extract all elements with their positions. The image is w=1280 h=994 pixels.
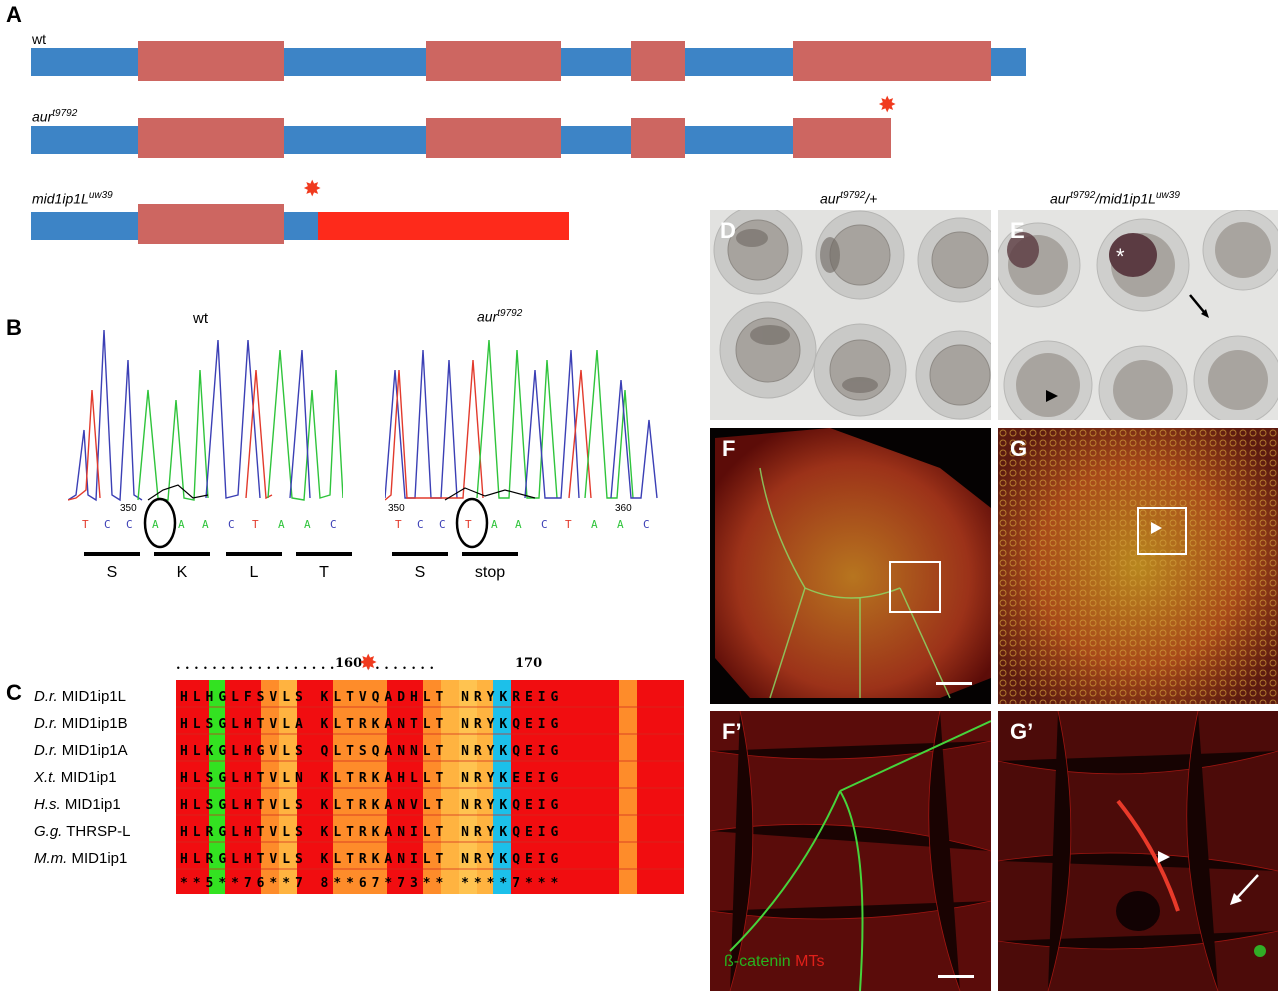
species-label-6: G.g. THRSP-L [34, 823, 131, 840]
sequence-row-4: HLSGLHTVLN KLTRKAHLLT NRYKEEIG [180, 771, 564, 786]
aur-codon-s: S [414, 564, 426, 581]
panel-d-letter: D [720, 218, 736, 243]
panel-f-letter: F [722, 436, 736, 461]
panel-f-prime-letter: F’ [722, 719, 742, 744]
species-label-4: X.t. MID1ip1 [34, 769, 117, 786]
mid1ip1l-frameshift-bar [318, 212, 569, 240]
mid1ip1l-gene-label: mid1ip1Luw39 [32, 190, 113, 207]
panel-g-letter: G [1010, 436, 1028, 461]
stain-legend: ß-catenin MTs [724, 953, 825, 970]
alignment-color-blocks [176, 680, 684, 894]
wt-codon-bar-3 [226, 552, 282, 556]
wt-exon-1 [138, 41, 284, 81]
species-label-3: D.r. MID1ip1A [34, 742, 128, 759]
aur-exon-2 [426, 118, 561, 158]
panel-d-embryo-image: D [710, 210, 991, 420]
panel-c-label: C [6, 680, 22, 705]
wt-exon-2 [426, 41, 561, 81]
panel-e-letter: E [1010, 218, 1025, 243]
mid1ip1l-exon-1 [138, 204, 284, 244]
wt-chromatogram [68, 330, 343, 502]
aur-codon-bar-2 [462, 552, 518, 556]
aur-exon-1 [138, 118, 284, 158]
panel-f-prime-zoom-image: F’ ß-catenin MTs [710, 711, 991, 991]
column-title-transheterozygote: aurt9792/mid1ip1Luw39 [1050, 190, 1180, 207]
aur-chromatogram [385, 339, 658, 501]
wt-exon-4 [793, 41, 991, 81]
species-label-2: D.r. MID1ip1B [34, 715, 128, 732]
alignment-mutation-star-icon: ✸ [359, 650, 378, 675]
panel-f-fluorescence-image: F [710, 428, 991, 704]
mid1ip1l-mutation-star-icon: ✸ [303, 176, 322, 201]
wt-codon-bar-4 [296, 552, 352, 556]
sequence-row-1: HLHGLFSVLS KLTVQADHLT NRYKREIG [180, 690, 564, 705]
wt-base-calls: T C C A A A C T A A C [82, 518, 337, 531]
wt-chromatogram-title: wt [193, 310, 208, 327]
aur-chromatogram-title: aurt9792 [477, 308, 523, 325]
wt-codon-k: K [176, 564, 188, 581]
aur-mutation-circle [455, 497, 489, 549]
species-label-5: H.s. MID1ip1 [34, 796, 121, 813]
aur-codon-bar-1 [392, 552, 448, 556]
panel-g-prime-letter: G’ [1010, 719, 1034, 744]
sequence-row-3: HLKGLHGVLS QLTSQANNLT NRYKQEIG [180, 744, 564, 759]
aur-codon-stop: stop [474, 564, 506, 581]
alignment-ruler: . . . . . . . . . . . . . . . . . . . . … [176, 656, 544, 673]
aur-exon-4-truncated [793, 118, 891, 158]
panel-e-asterisk: * [1116, 244, 1125, 269]
wt-codon-s: S [106, 564, 118, 581]
aur-gene-label: aurt9792 [32, 108, 78, 125]
wt-codon-bar-1 [84, 552, 140, 556]
aur-base-calls: T C C T A A C T A A C [395, 518, 650, 531]
panel-e-embryo-image: E * [998, 210, 1278, 420]
aur-mutation-star-icon: ✸ [878, 92, 897, 117]
wt-position-350: 350 [120, 503, 137, 514]
sequence-row-5: HLSGLHTVLS KLTRKANVLT NRYKQEIG [180, 798, 564, 813]
wt-gene-label: wt [32, 31, 46, 47]
panel-a-label: A [6, 2, 22, 27]
wt-codon-bar-2 [154, 552, 210, 556]
consensus-row: **5**76**7 8**67*73** ****7*** [180, 876, 564, 891]
panel-g-prime-zoom-image: G’ [998, 711, 1278, 991]
sequence-row-7: HLRGLHTVLS KLTRKANILT NRYKQEIG [180, 852, 564, 867]
wt-codon-l: L [249, 564, 259, 581]
wt-exon-3 [631, 41, 685, 81]
sequence-row-6: HLRGLHTVLS KLTRKANILT NRYKQEIG [180, 825, 564, 840]
species-label-1: D.r. MID1ip1L [34, 688, 126, 705]
sequence-row-2: HLSGLHTVLA KLTRKANTLT NRYKQEIG [180, 717, 564, 732]
wt-mutation-circle [143, 497, 177, 549]
aur-exon-3 [631, 118, 685, 158]
panel-g-fluorescence-image: G [998, 428, 1278, 704]
aur-position-360: 360 [615, 503, 632, 514]
panel-b-label: B [6, 315, 22, 340]
column-title-heterozygote: aurt9792/+ [820, 190, 878, 207]
wt-codon-t: T [319, 564, 329, 581]
species-label-7: M.m. MID1ip1 [34, 850, 128, 867]
aur-position-350: 350 [388, 503, 405, 514]
